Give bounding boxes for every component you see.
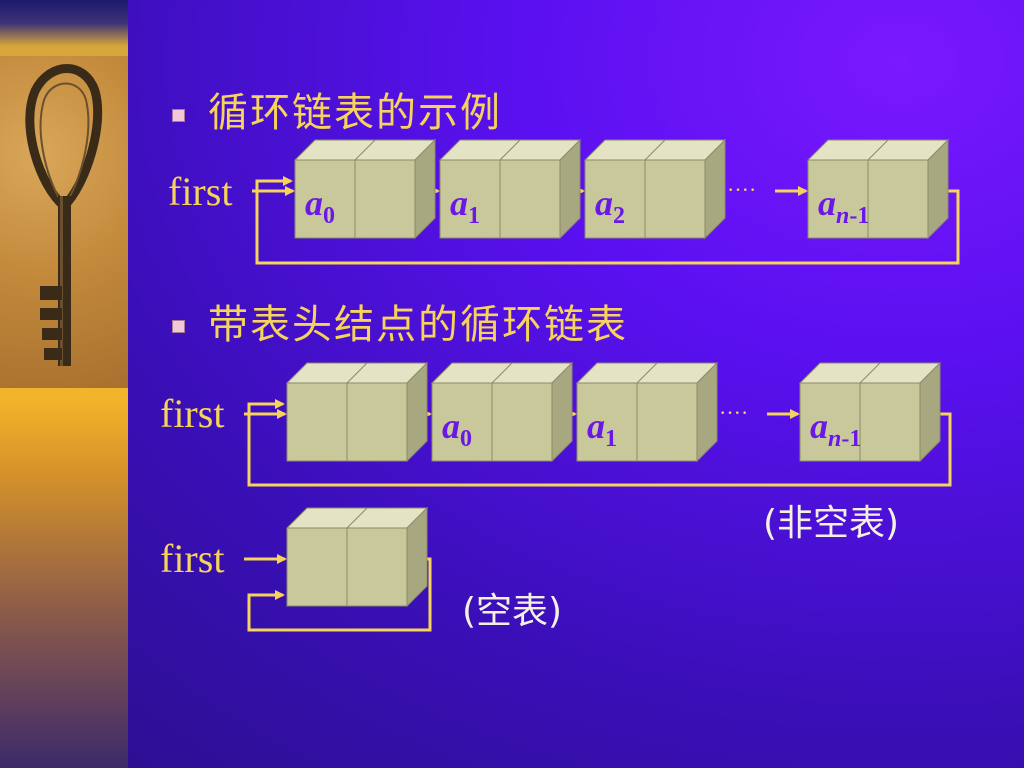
key-photo bbox=[0, 56, 128, 388]
bullet-square-icon bbox=[172, 320, 185, 333]
key-icon bbox=[25, 64, 103, 366]
list3-header-node bbox=[285, 506, 429, 608]
list2-node-2-label: a1 bbox=[587, 406, 617, 452]
list1-first-label: first bbox=[168, 169, 232, 214]
list1-node-0-label: a0 bbox=[305, 183, 335, 229]
list1-node-2 bbox=[583, 138, 727, 240]
heading-circular-list-with-header: 带表头结点的循环链表 bbox=[208, 302, 628, 348]
list2-return-arrow bbox=[247, 399, 952, 487]
bullet-square-icon bbox=[172, 109, 185, 122]
list1-node-3-label: an-1 bbox=[818, 183, 869, 229]
list2-ellipsis: ···· bbox=[719, 400, 748, 425]
caption-empty-list: (空表) bbox=[462, 591, 562, 632]
list2-node-3-label: an-1 bbox=[810, 406, 861, 452]
list1-node-1-label: a1 bbox=[450, 183, 480, 229]
list1-node-0 bbox=[293, 138, 437, 240]
list2-node-2 bbox=[575, 361, 719, 463]
list2-node-3 bbox=[798, 361, 942, 463]
heading-circular-list-example: 循环链表的示例 bbox=[208, 90, 502, 136]
list2-node-1 bbox=[430, 361, 574, 463]
list1-node-3 bbox=[806, 138, 950, 240]
list1-node-1 bbox=[438, 138, 582, 240]
list2-node-0 bbox=[285, 361, 429, 463]
list3-first-label: first bbox=[160, 536, 224, 581]
list1-ellipsis: ···· bbox=[727, 177, 756, 202]
list1-node-2-label: a2 bbox=[595, 183, 625, 229]
list2-first-label: first bbox=[160, 391, 224, 436]
list2-node-1-label: a0 bbox=[442, 406, 472, 452]
caption-non-empty-list: (非空表) bbox=[763, 503, 899, 544]
list1-return-arrow bbox=[255, 176, 960, 265]
